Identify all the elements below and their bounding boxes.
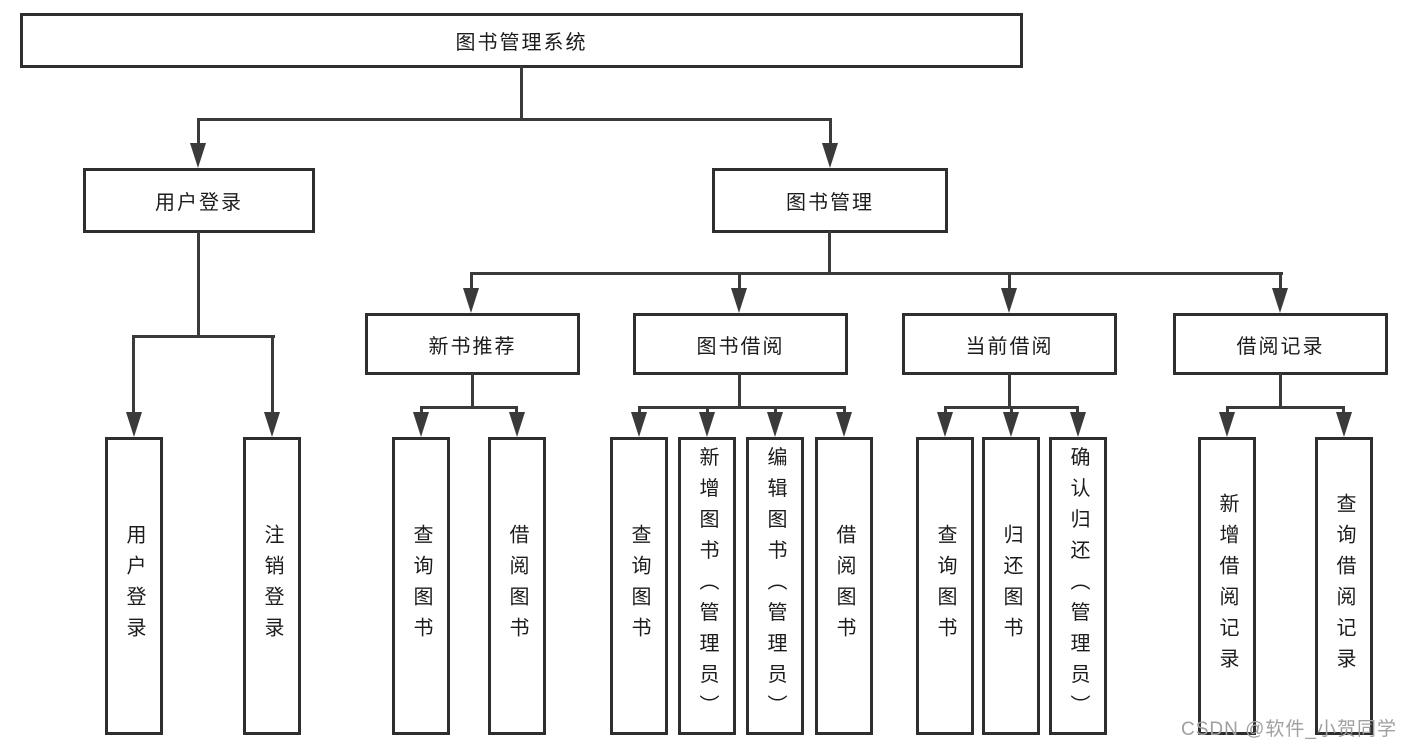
arrow-down-icon <box>126 412 142 437</box>
arrow-down-icon <box>264 412 280 437</box>
node-add-borrow-record-label: 新增借阅记录 <box>1216 493 1238 679</box>
arrow-down-icon <box>1001 288 1017 313</box>
node-query-borrow-record: 查询借阅记录 <box>1315 437 1373 735</box>
node-borrow-books-recommend-label: 借阅图书 <box>506 524 528 648</box>
node-book-management: 图书管理 <box>712 168 948 233</box>
connector-line <box>1226 406 1345 409</box>
arrow-down-icon <box>509 412 525 437</box>
connector-line <box>829 118 832 145</box>
connector-line <box>944 406 947 414</box>
node-confirm-return-admin: 确认归还（管理员） <box>1049 437 1107 735</box>
node-query-books-recommend: 查询图书 <box>392 437 450 735</box>
node-book-management-label: 图书管理 <box>786 192 874 214</box>
connector-line <box>197 118 832 121</box>
connector-line <box>1008 272 1011 290</box>
arrow-down-icon <box>413 412 429 437</box>
node-confirm-return-admin-label: 确认归还（管理员） <box>1067 446 1089 726</box>
node-borrow-books-recommend: 借阅图书 <box>488 437 546 735</box>
node-new-book-recommend-label: 新书推荐 <box>428 335 517 358</box>
node-login-action: 用户登录 <box>105 437 163 735</box>
watermark: CSDN @软件_小贺同学 <box>1181 719 1397 740</box>
arrow-down-icon <box>731 288 747 313</box>
node-add-books-admin-label: 新增图书（管理员） <box>696 446 718 726</box>
node-query-books-borrowing-label: 查询图书 <box>628 524 650 648</box>
connector-line <box>706 406 709 414</box>
arrow-down-icon <box>1219 412 1235 437</box>
connector-line <box>774 406 777 414</box>
node-book-borrowing-label: 图书借阅 <box>696 335 785 358</box>
connector-line <box>515 406 518 414</box>
connector-line <box>132 335 275 338</box>
node-current-borrowing: 当前借阅 <box>902 313 1117 375</box>
connector-line <box>470 272 1283 275</box>
arrow-down-icon <box>463 288 479 313</box>
node-query-books-current: 查询图书 <box>916 437 974 735</box>
arrow-down-icon <box>937 412 953 437</box>
node-root: 图书管理系统 <box>20 13 1023 68</box>
arrow-down-icon <box>822 143 838 168</box>
node-borrowing-records: 借阅记录 <box>1173 313 1388 375</box>
node-user-login: 用户登录 <box>83 168 315 233</box>
connector-line <box>471 373 474 409</box>
node-new-book-recommend: 新书推荐 <box>365 313 580 375</box>
arrow-down-icon <box>1336 412 1352 437</box>
connector-line <box>520 66 523 120</box>
connector-line <box>420 406 518 409</box>
node-query-borrow-record-label: 查询借阅记录 <box>1333 493 1355 679</box>
connector-line <box>1076 406 1079 414</box>
node-edit-books-admin-label: 编辑图书（管理员） <box>764 446 786 726</box>
node-add-books-admin: 新增图书（管理员） <box>678 437 736 735</box>
connector-line <box>638 406 641 414</box>
connector-line <box>1342 406 1345 414</box>
connector-line <box>1226 406 1229 414</box>
node-borrowing-records-label: 借阅记录 <box>1236 335 1325 358</box>
connector-line <box>738 272 741 290</box>
node-logout-action-label: 注销登录 <box>261 524 283 648</box>
node-add-borrow-record: 新增借阅记录 <box>1198 437 1256 735</box>
node-current-borrowing-label: 当前借阅 <box>965 335 1054 358</box>
arrow-down-icon <box>631 412 647 437</box>
node-query-books-borrowing: 查询图书 <box>610 437 668 735</box>
arrow-down-icon <box>1070 412 1086 437</box>
node-edit-books-admin: 编辑图书（管理员） <box>746 437 804 735</box>
connector-line <box>1279 373 1282 409</box>
node-book-borrowing: 图书借阅 <box>633 313 848 375</box>
connector-line <box>638 406 845 409</box>
connector-line <box>738 373 741 409</box>
arrow-down-icon <box>1272 288 1288 313</box>
connector-line <box>843 406 846 414</box>
connector-line <box>1008 373 1011 409</box>
connector-line <box>828 231 831 274</box>
node-root-label: 图书管理系统 <box>455 32 588 54</box>
connector-line <box>1010 406 1013 414</box>
node-borrow-books-action: 借阅图书 <box>815 437 873 735</box>
connector-line <box>470 272 473 290</box>
arrow-down-icon <box>836 412 852 437</box>
arrow-down-icon <box>190 143 206 168</box>
node-query-books-current-label: 查询图书 <box>934 524 956 648</box>
connector-line <box>197 232 200 338</box>
connector-line <box>420 406 423 414</box>
node-query-books-recommend-label: 查询图书 <box>410 524 432 648</box>
node-return-books: 归还图书 <box>982 437 1040 735</box>
arrow-down-icon <box>1003 412 1019 437</box>
connector-line <box>197 118 200 145</box>
arrow-down-icon <box>767 412 783 437</box>
node-login-action-label: 用户登录 <box>123 524 145 648</box>
node-return-books-label: 归还图书 <box>1000 524 1022 648</box>
connector-line <box>271 335 274 414</box>
node-user-login-label: 用户登录 <box>155 192 243 214</box>
connector-line <box>1279 272 1282 290</box>
node-logout-action: 注销登录 <box>243 437 301 735</box>
connector-line <box>132 335 135 414</box>
node-borrow-books-action-label: 借阅图书 <box>833 524 855 648</box>
arrow-down-icon <box>699 412 715 437</box>
